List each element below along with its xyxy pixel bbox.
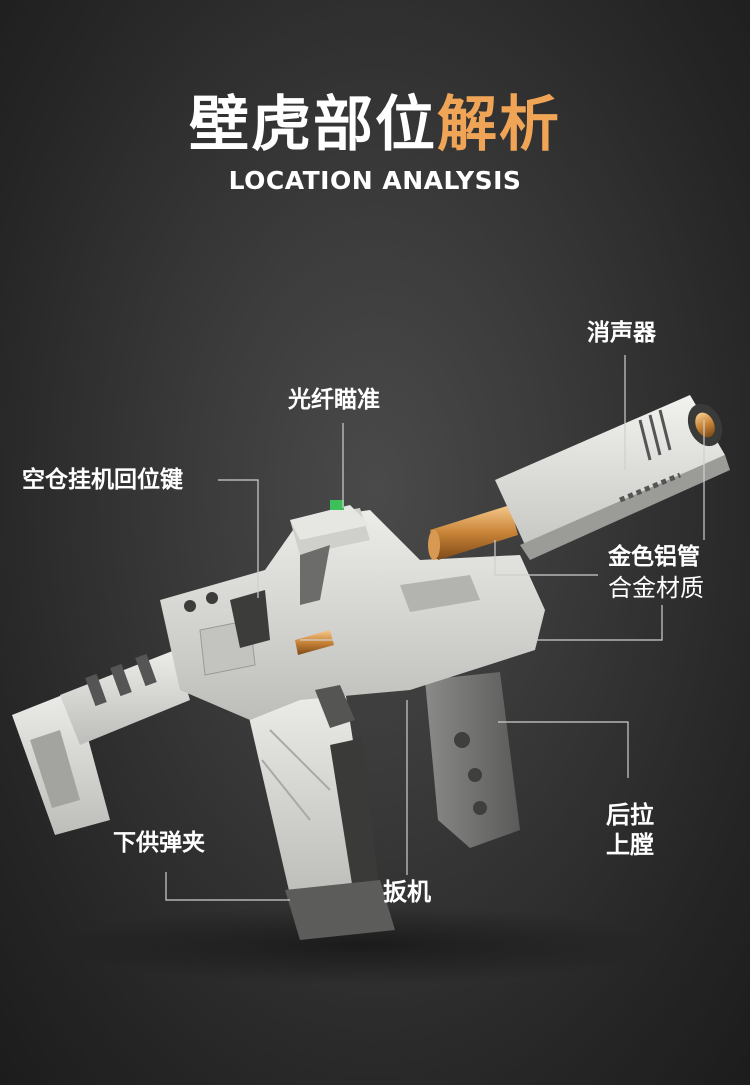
trigger xyxy=(315,685,355,728)
callout-bolt-release: 空仓挂机回位键 xyxy=(22,467,183,493)
floor-shadow xyxy=(60,905,660,985)
callout-rear-chamber-2: 上膛 xyxy=(606,831,654,859)
callout-lines xyxy=(165,355,705,901)
title-orange: 解析 xyxy=(437,90,561,160)
title-white: 壁虎部位 xyxy=(189,90,437,160)
callout-lower-mag: 下供弹夹 xyxy=(113,830,205,856)
rear-grip xyxy=(425,672,520,848)
page-subtitle: LOCATION ANALYSIS xyxy=(228,166,522,195)
callout-silencer: 消声器 xyxy=(587,320,656,346)
callout-gold-tube: 金色铝管 xyxy=(608,544,700,570)
callout-trigger: 扳机 xyxy=(383,878,431,906)
receiver xyxy=(160,500,545,720)
stock xyxy=(12,650,190,835)
gold-barrel xyxy=(295,505,518,655)
silencer xyxy=(495,395,730,560)
callout-rear-chamber-1: 后拉 xyxy=(606,801,654,829)
page-title: 壁虎部位解析 xyxy=(0,88,750,162)
callout-fiber-sight: 光纤瞄准 xyxy=(288,387,380,413)
callout-alloy: 合金材质 xyxy=(608,574,704,602)
magazine xyxy=(245,690,395,940)
